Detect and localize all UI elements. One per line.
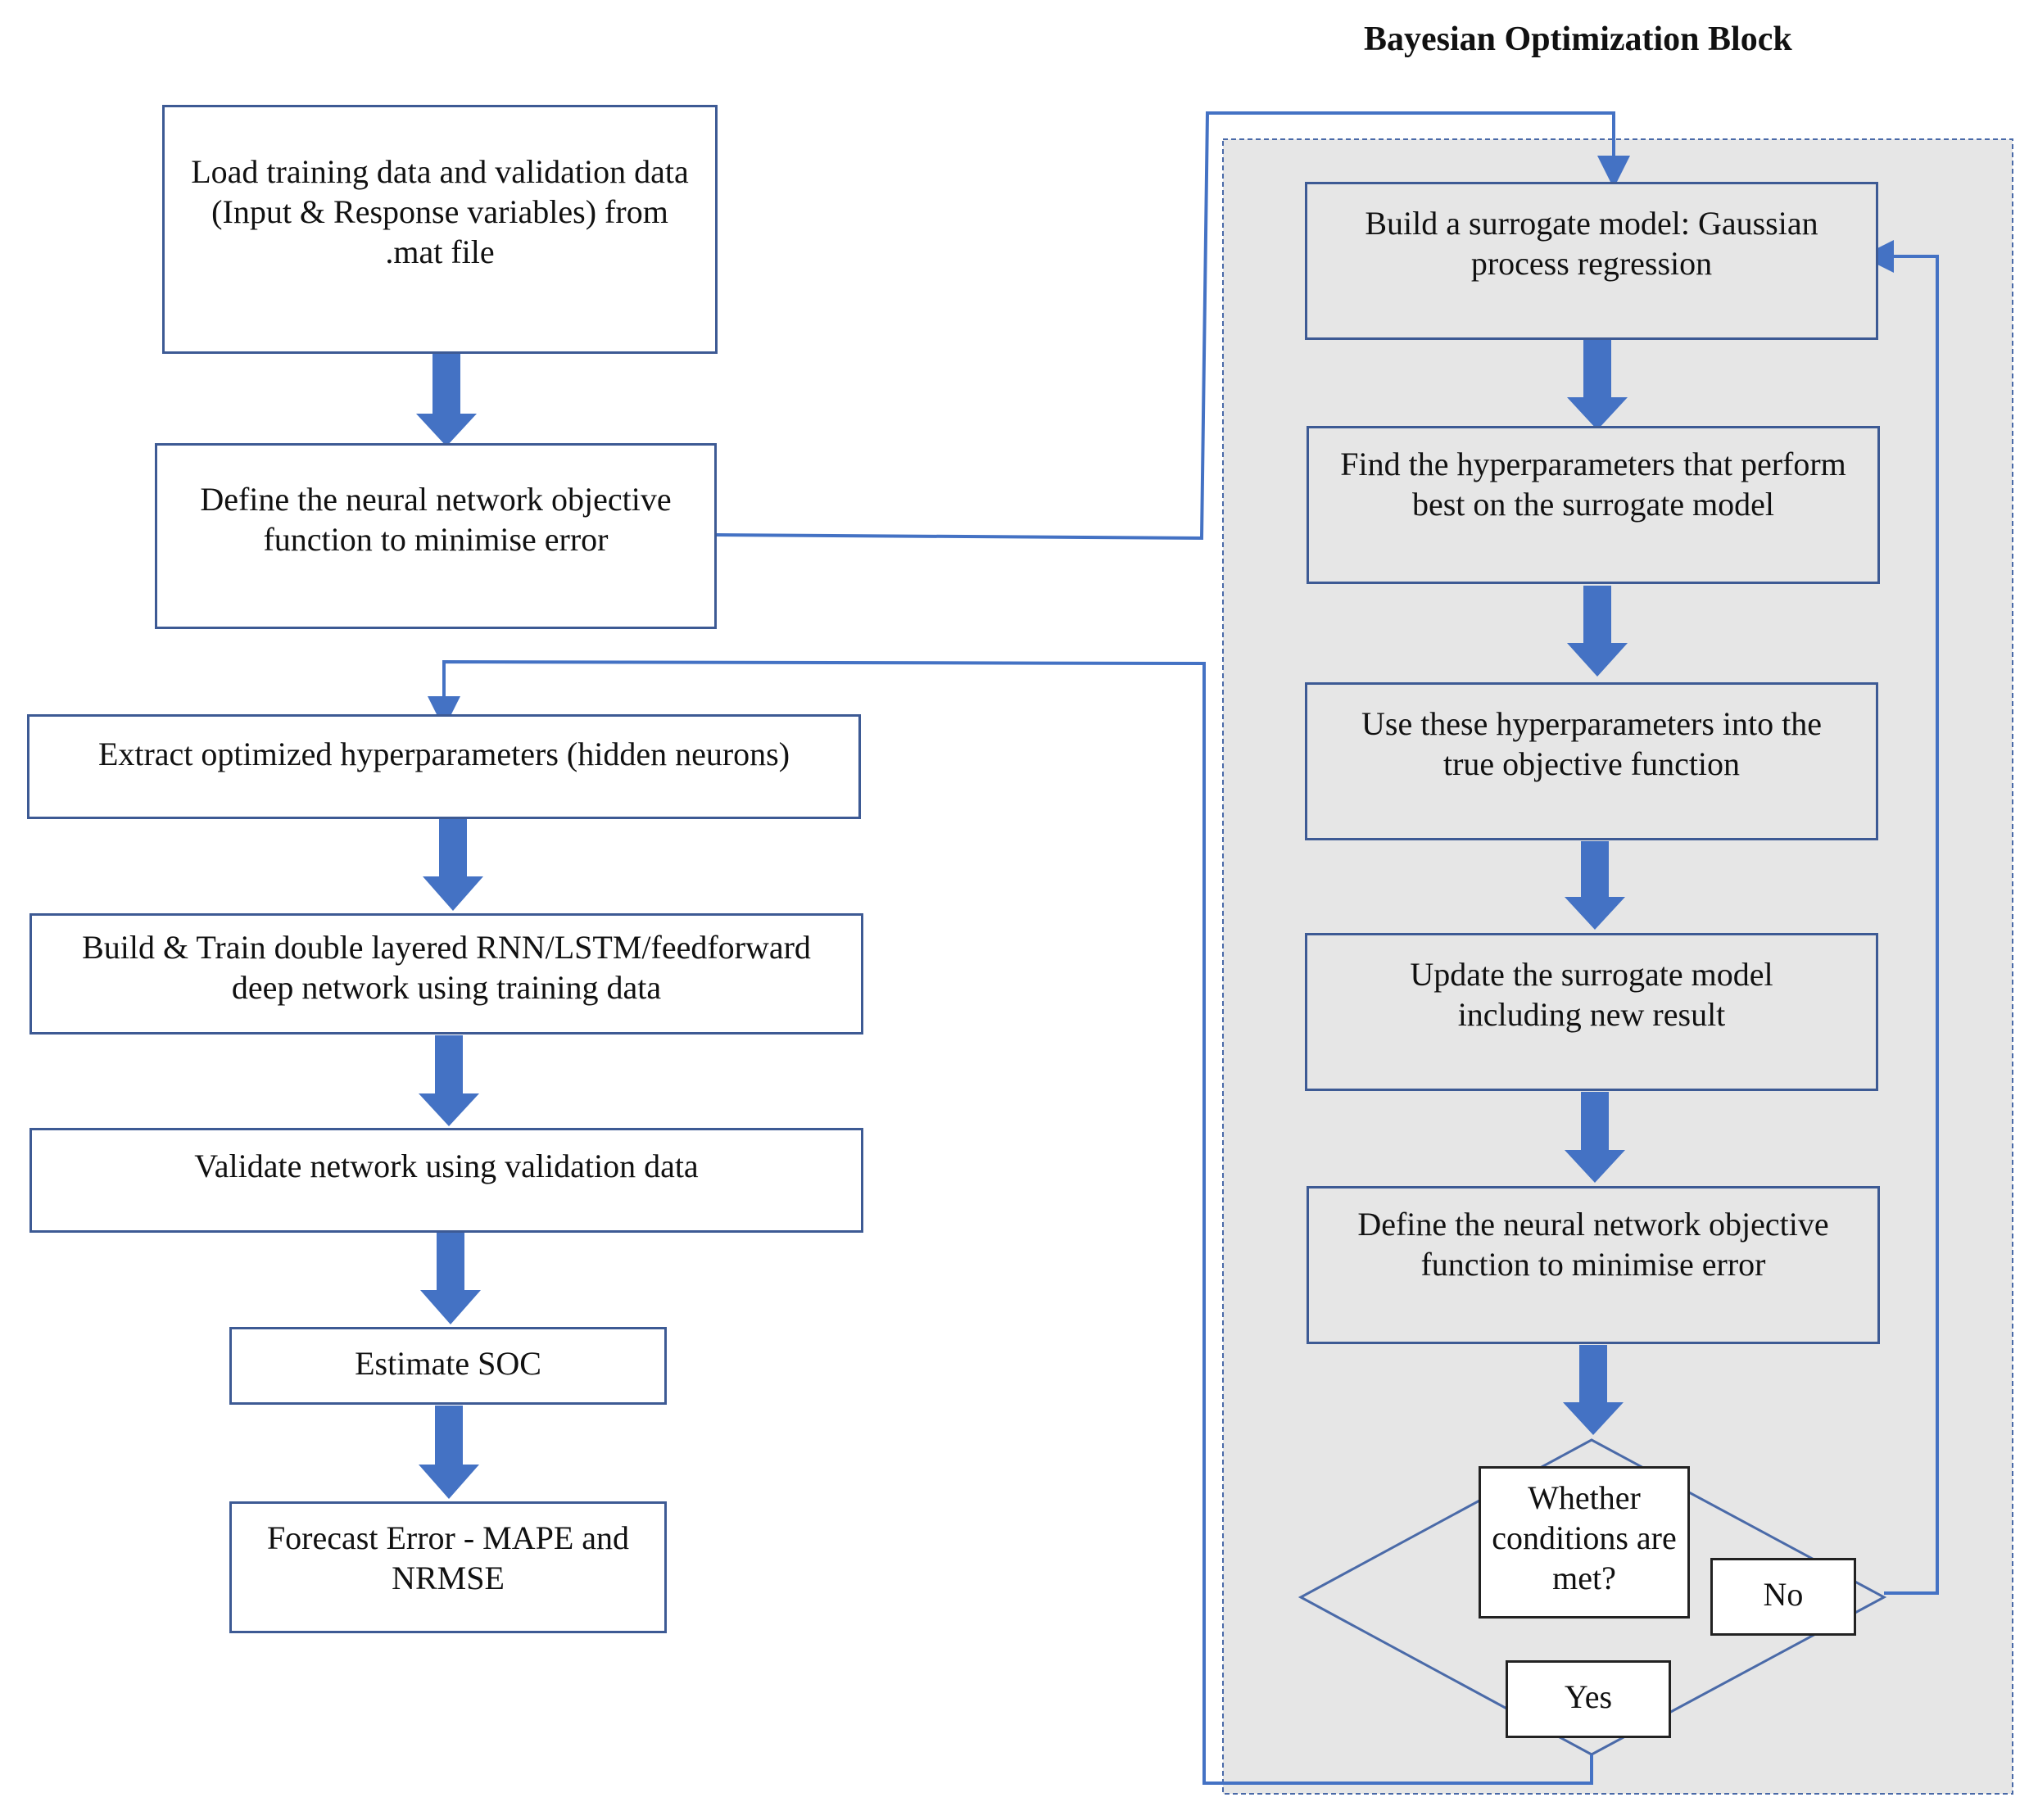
extract-hyperparameters-text: Extract optimized hyperparameters (hidde…: [97, 736, 790, 772]
load-data-box: Load training data and validation data (…: [162, 105, 718, 354]
define-objective-text: Define the neural network objective func…: [200, 481, 672, 558]
forecast-error-text: Forecast Error - MAPE and NRMSE: [266, 1519, 630, 1596]
build-train-text: Build & Train double layered RNN/LSTM/fe…: [82, 929, 811, 1006]
no-label-text: No: [1763, 1576, 1804, 1613]
yes-label-text: Yes: [1564, 1678, 1613, 1715]
use-hyperparameters-box: Use these hyperparameters into the true …: [1305, 682, 1878, 840]
update-surrogate-text: Update the surrogate model including new…: [1410, 956, 1773, 1033]
find-hyperparameters-text: Find the hyperparameters that perform be…: [1340, 446, 1846, 523]
left-block-arrows: [416, 354, 483, 1499]
extract-hyperparameters-box: Extract optimized hyperparameters (hidde…: [27, 714, 861, 819]
estimate-soc-text: Estimate SOC: [355, 1345, 541, 1382]
block-arrow-2: [423, 819, 483, 911]
define-objective-box: Define the neural network objective func…: [155, 443, 717, 629]
yes-label-box: Yes: [1506, 1660, 1671, 1738]
define-objective-inner-box: Define the neural network objective func…: [1307, 1186, 1880, 1344]
connector-define-to-bayes: [716, 111, 1630, 541]
surrogate-model-text: Build a surrogate model: Gaussian proces…: [1365, 205, 1818, 282]
block-arrow-5: [419, 1406, 479, 1499]
block-arrow-r1: [1567, 339, 1628, 430]
forecast-error-box: Forecast Error - MAPE and NRMSE: [229, 1501, 667, 1633]
block-arrow-r2: [1567, 586, 1628, 677]
update-surrogate-box: Update the surrogate model including new…: [1305, 933, 1878, 1091]
block-arrow-3: [419, 1035, 479, 1126]
block-arrow-r5: [1563, 1345, 1624, 1435]
decision-question-box: Whether conditions are met?: [1479, 1466, 1690, 1619]
surrogate-model-box: Build a surrogate model: Gaussian proces…: [1305, 182, 1878, 340]
decision-question-text: Whether conditions are met?: [1492, 1479, 1677, 1596]
connector-no-feedback: [1861, 240, 1939, 1595]
validate-box: Validate network using validation data: [29, 1128, 863, 1233]
connector-yes-to-extract: [428, 659, 1593, 1785]
block-arrow-4: [420, 1232, 481, 1324]
load-data-text: Load training data and validation data (…: [191, 153, 689, 270]
bayes-block-title: Bayesian Optimization Block: [1364, 20, 1792, 58]
block-arrow-1: [416, 354, 477, 446]
block-arrow-r3: [1565, 841, 1625, 930]
build-train-box: Build & Train double layered RNN/LSTM/fe…: [29, 913, 863, 1035]
right-block-arrows: [1563, 339, 1628, 1435]
no-label-box: No: [1710, 1558, 1856, 1636]
block-arrow-r4: [1565, 1092, 1625, 1183]
validate-text: Validate network using validation data: [194, 1148, 699, 1184]
define-objective-inner-text: Define the neural network objective func…: [1357, 1206, 1829, 1283]
use-hyperparameters-text: Use these hyperparameters into the true …: [1361, 705, 1822, 782]
estimate-soc-box: Estimate SOC: [229, 1327, 667, 1405]
find-hyperparameters-box: Find the hyperparameters that perform be…: [1307, 426, 1880, 584]
